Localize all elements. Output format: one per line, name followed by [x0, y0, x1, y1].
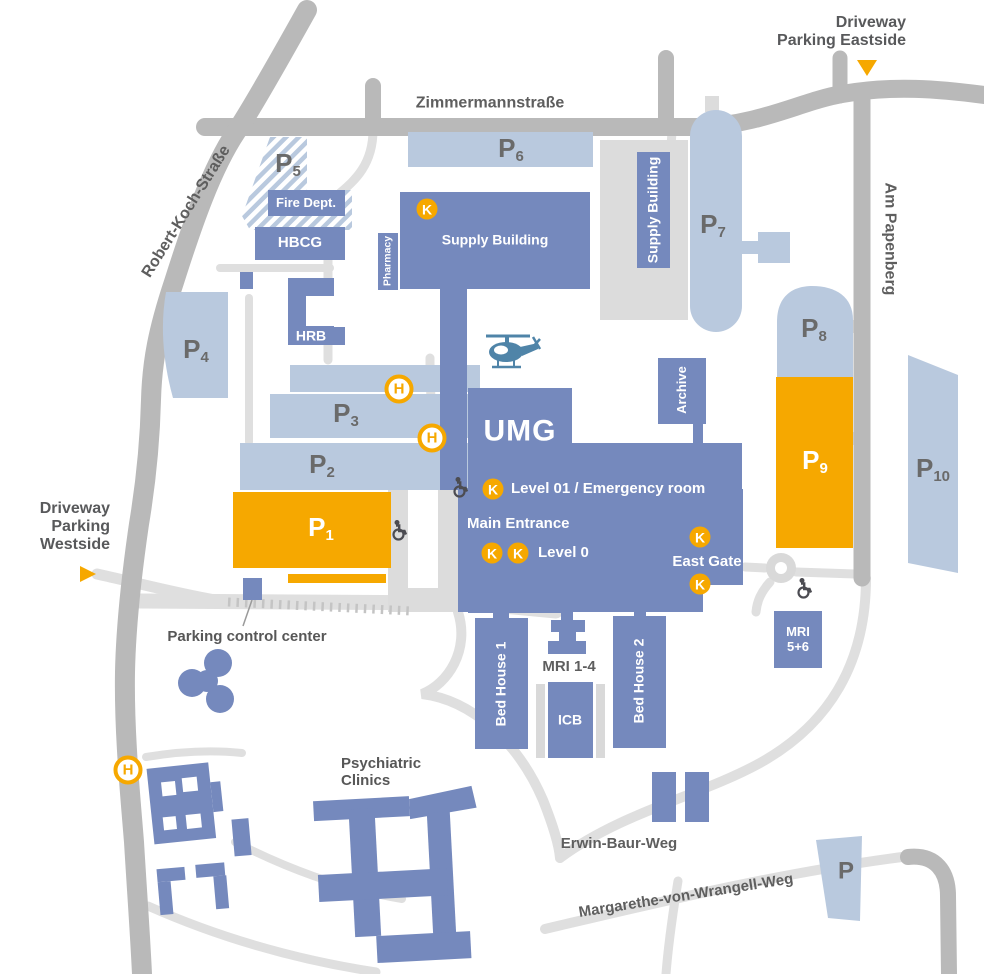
building-label-hrb: HRB [295, 327, 327, 344]
building-bed-house-2 [613, 616, 666, 748]
parking-lot-p10 [908, 355, 958, 573]
parking-label-p5: P5 [275, 148, 301, 181]
east-gate-label: East Gate [672, 553, 742, 571]
street-label-erwin-baur-weg: Erwin-Baur-Weg [560, 835, 678, 853]
building-pharmacy [378, 233, 398, 290]
k-badge-level-01: K [482, 478, 504, 500]
parking-lot-p7 [690, 110, 742, 332]
parking-label-p3: P3 [333, 398, 359, 431]
triangle-down-icon [857, 60, 877, 76]
building-label-icb: ICB [557, 711, 583, 728]
building-label-hbcg: HBCG [277, 234, 323, 252]
level-01-label: Level 01 / Emergency room [511, 480, 706, 497]
k-badge-east-gate-upper: K [689, 526, 711, 548]
building-label-psychiatric-clinics: Psychiatric Clinics [341, 755, 422, 789]
main-entrance-label: Main Entrance [467, 515, 570, 532]
building-archive [658, 358, 706, 424]
driveway-westside-label: Driveway Parking Westside [39, 500, 110, 553]
level-0-label: Level 0 [538, 544, 589, 561]
parking-label-p4: P4 [183, 334, 209, 367]
h-stop-badge-central: H [417, 423, 447, 453]
building-label-mri-5-6: MRI 5+6 [786, 624, 810, 654]
parking-lot-p1 [233, 492, 391, 568]
buildings [146, 152, 822, 964]
paid-parking-lots [233, 377, 853, 583]
building-psychiatric-clinics [313, 785, 477, 964]
parking-control-label: Parking control center [167, 628, 327, 646]
h-stop-badge-north: H [384, 374, 414, 404]
building-label-umg: UMG [483, 414, 557, 448]
wheelchair-icon [797, 576, 813, 599]
k-badge-level-0-b: K [507, 542, 529, 564]
building-supply-2 [637, 152, 670, 268]
barrier-tick-line [227, 597, 413, 616]
building-fire-dept [268, 190, 345, 216]
parking-lot-p4 [162, 292, 228, 398]
parking-label-p6: P6 [498, 133, 524, 166]
parking-lot-p6 [408, 132, 593, 167]
building-label-fire-dept: Fire Dept. [276, 195, 336, 211]
driveway-eastside-label: Driveway Parking Eastside [777, 14, 906, 49]
building-bed-house-1 [475, 618, 528, 749]
k-badge-east-gate-lower: K [689, 573, 711, 595]
street-label-zimmermannstrasse: Zimmermannstraße [415, 94, 565, 112]
parking-label-south: P [837, 857, 855, 885]
building-icb [548, 682, 593, 758]
road-robert-koch-strasse [114, 0, 317, 974]
helicopter-icon [486, 334, 542, 369]
street-label-am-papenberg: Am Papenberg [881, 182, 899, 296]
parking-label-p9: P9 [802, 445, 828, 478]
parking-lots [162, 110, 958, 921]
building-mri-5-6 [774, 611, 822, 668]
building-hbcg [255, 227, 345, 260]
parking-label-p1: P1 [308, 512, 334, 545]
building-label-supply-2: Supply Building [644, 156, 661, 264]
h-stop-badge-south: H [113, 755, 143, 785]
parking-label-p10: P10 [915, 453, 951, 486]
triangle-right-icon [80, 566, 96, 582]
parking-lot-p8 [777, 286, 853, 377]
building-label-pharmacy: Pharmacy [381, 235, 394, 287]
parking-label-p7: P7 [700, 209, 726, 242]
parking-label-p8: P8 [801, 313, 827, 346]
building-label-bed-house-2: Bed House 2 [630, 638, 647, 724]
building-parking-control [243, 578, 262, 600]
k-badge-supply: K [416, 198, 438, 220]
building-label-supply: Supply Building [441, 231, 549, 248]
k-badge-level-0-a: K [481, 542, 503, 564]
parking-label-p2: P2 [309, 449, 335, 482]
roads [114, 0, 984, 974]
parking-lot-p9 [776, 377, 853, 548]
building-label-archive: Archive [674, 366, 690, 414]
building-label-bed-house-1: Bed House 1 [492, 641, 509, 727]
parking-lot-south [816, 836, 862, 921]
building-label-mri-1-4: MRI 1-4 [542, 658, 596, 676]
